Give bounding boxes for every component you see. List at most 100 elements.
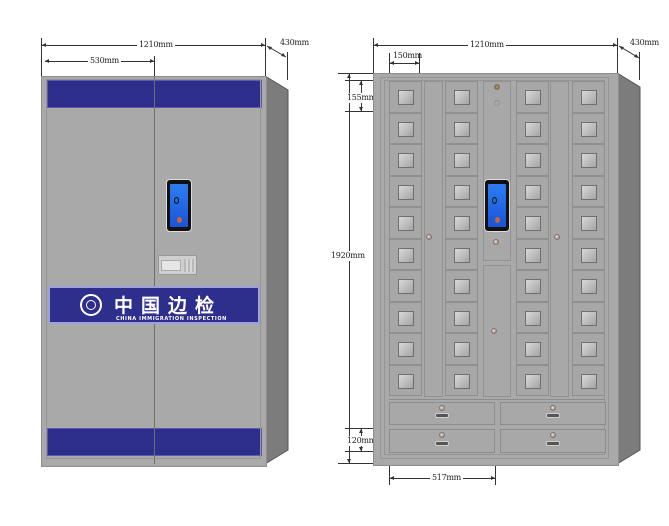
door-strip-right	[550, 81, 569, 397]
dim-extension	[345, 451, 373, 452]
drawer[interactable]	[389, 429, 495, 453]
dim-extension	[345, 111, 373, 112]
locker-compartment[interactable]	[572, 112, 605, 144]
locker-window	[454, 216, 470, 231]
locker-compartment[interactable]	[572, 333, 605, 365]
locker-compartment[interactable]	[572, 207, 605, 239]
locker-window	[525, 90, 541, 105]
locker-compartment[interactable]	[516, 175, 549, 207]
locker-window	[454, 247, 470, 263]
app-icon	[174, 197, 179, 204]
center-lock-knob[interactable]	[493, 239, 499, 245]
fingerprint-icon	[177, 217, 182, 223]
drawer-lock-knob[interactable]	[439, 405, 445, 411]
dim-extension	[389, 465, 390, 485]
arrow-icon	[347, 74, 351, 78]
locker-compartment[interactable]	[516, 364, 549, 396]
dim-extension	[265, 38, 266, 78]
locker-window	[525, 279, 541, 294]
dim-extension	[389, 53, 390, 75]
locker-compartment[interactable]	[572, 81, 605, 113]
drawer[interactable]	[389, 402, 495, 425]
drawer-handle[interactable]	[546, 441, 560, 446]
locker-compartment[interactable]	[389, 112, 422, 144]
locker-window	[454, 90, 470, 105]
locker-compartment[interactable]	[572, 270, 605, 302]
locker-compartment[interactable]	[516, 144, 549, 176]
drawer-lock-knob[interactable]	[550, 405, 556, 411]
locker-compartment[interactable]	[572, 364, 605, 396]
drawer-handle[interactable]	[435, 413, 449, 418]
locker-compartment[interactable]	[572, 301, 605, 333]
locker-compartment[interactable]	[445, 301, 478, 333]
locker-window	[454, 279, 470, 294]
locker-window	[581, 310, 597, 326]
locker-compartment[interactable]	[445, 270, 478, 302]
locker-window	[581, 342, 597, 357]
arrow-icon	[359, 447, 363, 451]
locker-compartment[interactable]	[516, 333, 549, 365]
locker-window	[525, 373, 541, 389]
drawer-lock-knob[interactable]	[439, 432, 445, 438]
locker-compartment[interactable]	[389, 364, 422, 396]
touch-screen-terminal[interactable]	[166, 179, 192, 232]
arrow-icon	[491, 476, 495, 480]
dim-extension	[373, 38, 374, 76]
locker-compartment[interactable]	[445, 238, 478, 270]
locker-compartment[interactable]	[445, 81, 478, 113]
center-lower-lock-knob[interactable]	[491, 328, 497, 334]
drawer-handle[interactable]	[435, 441, 449, 446]
locker-compartment[interactable]	[389, 81, 422, 113]
locker-compartment[interactable]	[572, 175, 605, 207]
drawer-lock-knob[interactable]	[550, 432, 556, 438]
locker-compartment[interactable]	[445, 364, 478, 396]
locker-window	[581, 184, 597, 200]
locker-compartment[interactable]	[445, 175, 478, 207]
fingerprint-icon	[495, 217, 500, 223]
drawer-handle[interactable]	[546, 413, 560, 418]
arrow-icon	[42, 43, 46, 47]
arrow-icon	[359, 429, 363, 433]
locker-window	[398, 247, 414, 263]
locker-compartment[interactable]	[445, 207, 478, 239]
locker-compartment[interactable]	[389, 207, 422, 239]
drawer[interactable]	[500, 429, 606, 453]
speaker-icon	[494, 100, 500, 106]
locker-compartment[interactable]	[445, 112, 478, 144]
locker-window	[581, 153, 597, 168]
locker-compartment[interactable]	[445, 333, 478, 365]
locker-compartment[interactable]	[516, 301, 549, 333]
locker-compartment[interactable]	[516, 270, 549, 302]
locker-compartment[interactable]	[389, 144, 422, 176]
dim-extension	[338, 463, 373, 464]
locker-compartment[interactable]	[516, 112, 549, 144]
locker-window	[454, 342, 470, 357]
door-split-line	[154, 77, 155, 464]
banner-subtitle: CHINA IMMIGRATION INSPECTION	[116, 316, 227, 322]
drawer[interactable]	[500, 402, 606, 425]
locker-compartment[interactable]	[445, 144, 478, 176]
depth-dim-line	[618, 45, 640, 59]
locker-compartment[interactable]	[516, 238, 549, 270]
locker-window	[454, 310, 470, 326]
locker-compartment[interactable]	[516, 81, 549, 113]
locker-window	[581, 373, 597, 389]
combination-lock[interactable]	[158, 255, 197, 275]
locker-compartment[interactable]	[572, 144, 605, 176]
locker-compartment[interactable]	[389, 175, 422, 207]
touch-screen-terminal[interactable]	[484, 179, 510, 232]
camera-icon	[494, 84, 500, 90]
locker-compartment[interactable]	[516, 207, 549, 239]
locker-window	[525, 121, 541, 137]
locker-window	[398, 216, 414, 231]
locker-compartment[interactable]	[389, 301, 422, 333]
door-lock-knob[interactable]	[554, 234, 560, 240]
locker-compartment[interactable]	[389, 270, 422, 302]
locker-compartment[interactable]	[389, 238, 422, 270]
locker-compartment[interactable]	[572, 238, 605, 270]
arrow-icon	[390, 476, 394, 480]
dim-extension	[419, 53, 420, 75]
total-height-label: 1920mm	[329, 251, 367, 261]
locker-compartment[interactable]	[389, 333, 422, 365]
door-lock-knob[interactable]	[426, 234, 432, 240]
